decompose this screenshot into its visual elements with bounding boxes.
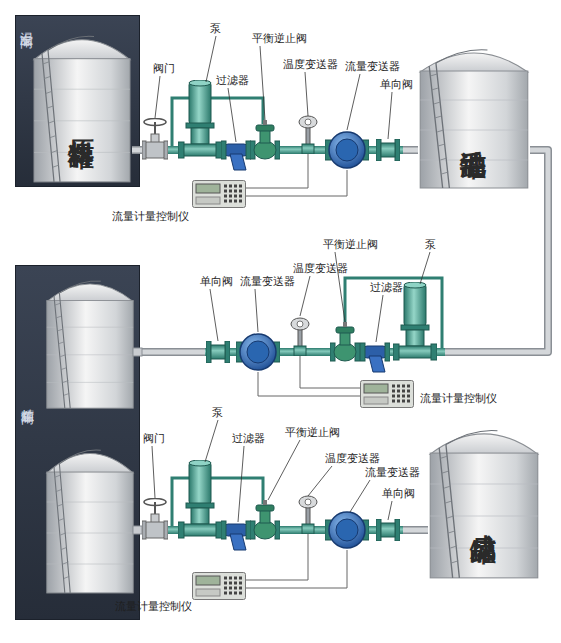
bypass-pipe xyxy=(172,478,263,526)
part-label: 泵 xyxy=(210,22,221,35)
balance-check-valve xyxy=(250,500,280,539)
signal-wire xyxy=(246,534,308,580)
storage-tank xyxy=(47,450,133,593)
workshop-name: 浸出车间 xyxy=(19,22,34,26)
part-label: 单向阀 xyxy=(200,275,233,288)
tank-drawing xyxy=(420,50,528,188)
check-valve xyxy=(206,341,230,363)
pump-symbol xyxy=(178,80,222,158)
storage-tank: 毛油罐 xyxy=(418,40,530,190)
tank-name: 成品罐 xyxy=(467,480,502,520)
gate-valve xyxy=(142,499,168,540)
process-line xyxy=(142,420,403,600)
flow-controller xyxy=(361,381,414,408)
storage-tank xyxy=(47,281,133,408)
part-label: 阀门 xyxy=(153,62,175,75)
tank-name: 毛油罐 xyxy=(457,95,492,135)
storage-tank: 原料罐 xyxy=(32,26,132,184)
pump-symbol xyxy=(178,460,222,538)
part-label: 流量计量控制仪 xyxy=(420,392,497,405)
temperature-transmitter xyxy=(291,318,309,356)
bypass-pipe xyxy=(172,98,263,146)
temperature-transmitter xyxy=(299,496,317,534)
flow-controller xyxy=(193,573,246,600)
part-label: 单向阀 xyxy=(382,487,415,500)
check-valve xyxy=(376,139,400,161)
part-label: 过滤器 xyxy=(232,432,265,445)
pipe-connector xyxy=(140,150,548,352)
workshop-name: 精炼车间 xyxy=(20,398,35,402)
signal-wire xyxy=(246,170,347,196)
part-label: 流量变送器 xyxy=(240,275,295,288)
part-label: 流量变送器 xyxy=(365,466,420,479)
part-label: 平衡逆止阀 xyxy=(323,238,378,251)
signal-wire xyxy=(300,356,360,388)
leader-line xyxy=(152,420,392,522)
part-label: 平衡逆止阀 xyxy=(285,426,340,439)
check-valve xyxy=(376,519,400,541)
tank-outline xyxy=(32,26,132,184)
signal-wire xyxy=(258,372,360,396)
part-label: 过滤器 xyxy=(216,74,249,87)
pipe-stub xyxy=(133,526,142,534)
part-label: 流量计量控制仪 xyxy=(112,210,189,223)
workshop-panel: 浸出车间原料罐 xyxy=(15,15,140,187)
flow-transmitter xyxy=(236,334,280,370)
part-label: 阀门 xyxy=(143,432,165,445)
part-label: 温度变送器 xyxy=(325,452,380,465)
part-label: 泵 xyxy=(425,238,436,251)
temperature-transmitter xyxy=(299,116,317,154)
tank-outline xyxy=(418,40,530,190)
part-label: 泵 xyxy=(212,406,223,419)
part-label: 过滤器 xyxy=(370,281,403,294)
process-line xyxy=(142,36,403,208)
signal-wire xyxy=(246,550,347,588)
part-label: 单向阀 xyxy=(380,78,413,91)
pipe-outline xyxy=(140,150,548,352)
tank-drawing xyxy=(430,430,538,577)
filter-symbol xyxy=(221,141,251,170)
storage-tank: 成品罐 xyxy=(428,420,540,580)
tank-name: 原料罐 xyxy=(65,85,100,125)
pipe-stub xyxy=(133,348,142,356)
part-label: 流量计量控制仪 xyxy=(115,600,192,613)
leader-line xyxy=(155,36,392,142)
process-line xyxy=(205,252,445,408)
pipe-body xyxy=(140,150,548,352)
signal-wire xyxy=(246,154,308,188)
filter-symbol xyxy=(360,343,390,372)
part-label: 温度变送器 xyxy=(293,262,348,275)
balance-check-valve xyxy=(250,120,280,159)
part-label: 温度变送器 xyxy=(283,58,338,71)
part-label: 流量变送器 xyxy=(345,60,400,73)
bypass-pipe xyxy=(345,278,442,348)
tank-outline xyxy=(428,420,540,580)
leader-line xyxy=(210,252,430,342)
flow-transmitter xyxy=(325,132,369,168)
part-label: 平衡逆止阀 xyxy=(252,32,307,45)
flow-transmitter xyxy=(325,512,369,548)
flow-controller xyxy=(193,181,246,208)
gate-valve xyxy=(142,119,168,160)
filter-symbol xyxy=(221,521,251,550)
balance-check-valve xyxy=(330,322,360,361)
tank-drawing xyxy=(34,36,130,182)
